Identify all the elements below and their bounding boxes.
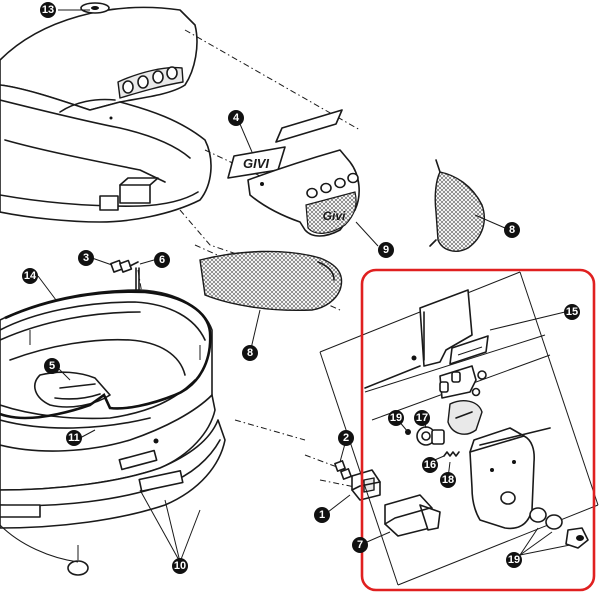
callout-16: 16: [422, 457, 438, 473]
svg-text:3: 3: [83, 252, 89, 264]
svg-text:9: 9: [383, 244, 389, 256]
callout-4: 4: [228, 110, 244, 126]
side-reflector-left: [199, 250, 343, 312]
svg-text:1: 1: [319, 509, 325, 521]
callout-11: 11: [66, 430, 82, 446]
svg-text:5: 5: [49, 360, 55, 372]
svg-text:4: 4: [233, 112, 240, 124]
callout-8-mid: 8: [242, 345, 258, 361]
highlight-box: [360, 268, 596, 592]
svg-text:7: 7: [357, 539, 363, 551]
callout-13: 13: [40, 2, 56, 18]
callout-1: 1: [314, 507, 330, 523]
svg-text:19: 19: [390, 412, 402, 424]
brand-mark-panel: Givi: [323, 209, 346, 223]
top-lid: [0, 2, 212, 223]
callout-19-lower: 19: [506, 552, 522, 568]
svg-text:2: 2: [343, 432, 349, 444]
svg-text:10: 10: [174, 560, 186, 572]
rear-reflector-panel: Givi: [247, 149, 360, 237]
svg-text:13: 13: [42, 4, 54, 16]
callout-9: 9: [378, 242, 394, 258]
callout-6: 6: [154, 252, 170, 268]
side-reflector-right: [429, 159, 486, 252]
logo-sticker: GIVI: [227, 109, 343, 179]
svg-text:17: 17: [416, 412, 428, 424]
callout-7: 7: [352, 537, 368, 553]
svg-text:16: 16: [424, 459, 436, 471]
callout-17: 17: [414, 410, 430, 426]
callout-5: 5: [44, 358, 60, 374]
callout-2: 2: [338, 430, 354, 446]
svg-text:6: 6: [159, 254, 165, 266]
latch-assembly: [319, 271, 599, 586]
latch-small-parts: [334, 460, 441, 537]
callout-18: 18: [440, 472, 456, 488]
callout-19-upper: 19: [388, 410, 404, 426]
callout-3: 3: [78, 250, 94, 266]
callout-10: 10: [172, 558, 188, 574]
callout-15: 15: [564, 304, 580, 320]
callout-14: 14: [22, 268, 38, 284]
svg-text:19: 19: [508, 554, 520, 566]
callout-8-top: 8: [504, 222, 520, 238]
case-base: [0, 289, 226, 576]
svg-text:11: 11: [68, 432, 80, 444]
svg-text:15: 15: [566, 306, 578, 318]
svg-text:14: 14: [24, 270, 37, 282]
svg-text:8: 8: [247, 347, 253, 359]
svg-text:8: 8: [509, 224, 515, 236]
brand-mark: GIVI: [243, 156, 269, 171]
svg-text:18: 18: [442, 474, 454, 486]
